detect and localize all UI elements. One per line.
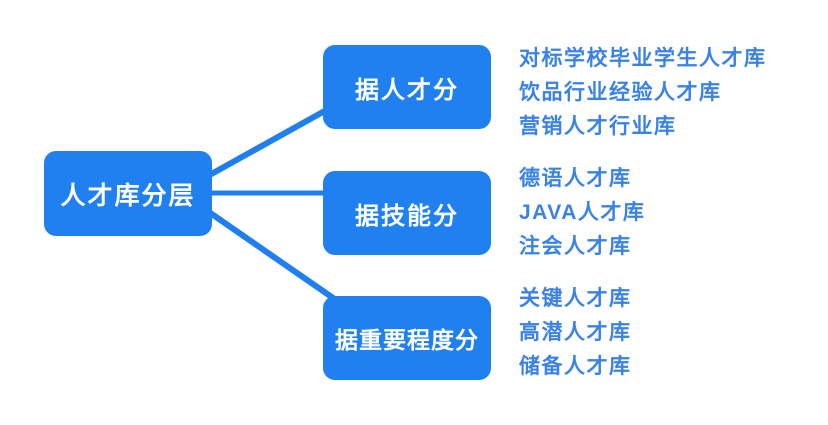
leaf-item: JAVA人才库 bbox=[519, 201, 646, 224]
root-node[interactable]: 人才库分层 bbox=[44, 151, 212, 236]
connector-to-branch-2 bbox=[204, 207, 338, 303]
branch-node-1-label: 据人才分 bbox=[355, 76, 459, 104]
branch-node-1[interactable]: 据人才分 bbox=[323, 45, 491, 129]
leaf-item: 营销人才行业库 bbox=[519, 115, 677, 138]
root-node-label: 人才库分层 bbox=[60, 181, 196, 210]
leaf-item: 饮品行业经验人才库 bbox=[519, 81, 722, 104]
leaf-item: 对标学校毕业学生人才库 bbox=[519, 47, 767, 70]
leaf-item: 德语人才库 bbox=[519, 167, 632, 190]
branch-node-2[interactable]: 据技能分 bbox=[323, 171, 491, 255]
connector-to-branch-0 bbox=[204, 105, 332, 180]
leaf-group-2: 德语人才库 JAVA人才库 注会人才库 bbox=[519, 162, 819, 264]
leaf-item: 高潜人才库 bbox=[519, 321, 632, 344]
leaf-item: 注会人才库 bbox=[519, 235, 632, 258]
branch-node-2-label: 据技能分 bbox=[355, 202, 459, 230]
leaf-group-3: 关键人才库 高潜人才库 储备人才库 bbox=[519, 282, 819, 384]
branch-node-3[interactable]: 据重要程度分 bbox=[323, 296, 491, 380]
leaf-group-1: 对标学校毕业学生人才库 饮品行业经验人才库 营销人才行业库 bbox=[519, 42, 819, 144]
leaf-item: 储备人才库 bbox=[519, 355, 632, 378]
branch-node-3-label: 据重要程度分 bbox=[335, 327, 479, 353]
leaf-item: 关键人才库 bbox=[519, 287, 632, 310]
